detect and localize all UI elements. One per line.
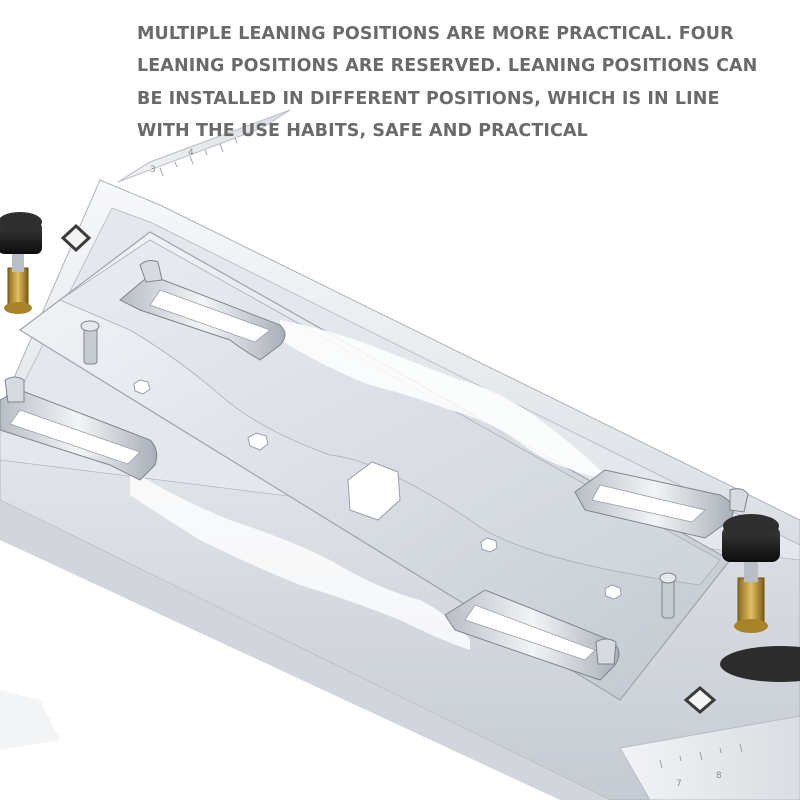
screw [80,320,100,365]
ruler-mark: 8 [716,771,722,781]
locking-knob [0,212,42,314]
alignment-markers [60,223,717,714]
hex-hole [604,584,622,600]
ruler-mark: 3 [150,165,156,175]
triangle-marker-icon [60,223,92,253]
caption-line: LEANING POSITIONS ARE RESERVED. LEANING … [137,56,758,77]
leaning-bracket [0,376,158,481]
caption-line: MULTIPLE LEANING POSITIONS ARE MORE PRAC… [137,24,734,44]
ruler-arm-top: 3 4 [117,109,291,183]
screw [659,572,677,619]
hex-hole [480,537,498,553]
hex-hole [247,432,269,451]
ruler-arm-bottom: 7 8 [619,715,800,800]
shadow [720,646,800,682]
leaning-bracket [119,260,286,361]
hex-hole [133,379,151,395]
caption-line: WITH THE USE HABITS, SAFE AND PRACTICAL [137,120,588,141]
ruler-mark: 4 [188,148,194,158]
hex-holes [133,379,622,600]
caption: MULTIPLE LEANING POSITIONS ARE MORE PRAC… [137,18,758,147]
caption-line: BE INSTALLED IN DIFFERENT POSITIONS, WHI… [137,88,720,109]
center-hex-hole [347,461,401,521]
ruler-mark: 7 [676,779,682,789]
triangle-marker-icon [683,686,717,714]
leaning-bracket [574,469,749,539]
locking-knob [722,514,780,633]
leaning-bracket [444,589,620,681]
ghost-edge [0,690,60,750]
